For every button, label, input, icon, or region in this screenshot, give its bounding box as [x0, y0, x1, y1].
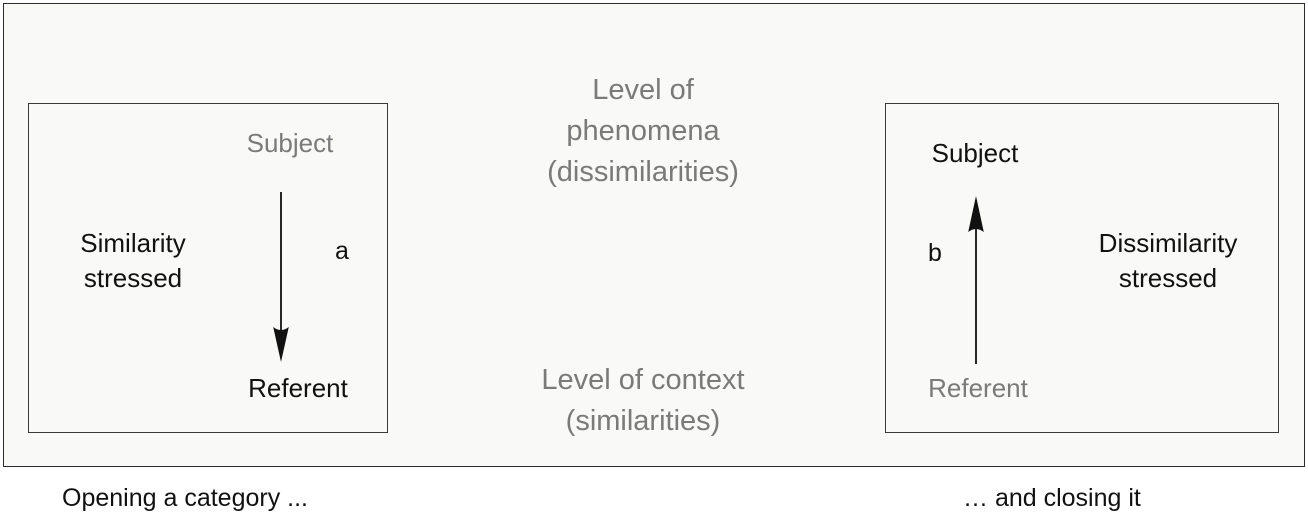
- left-panel-opening-category: [28, 103, 388, 433]
- caption-opening-a-category: Opening a category ...: [62, 484, 308, 512]
- right-panel-referent-label: Referent: [928, 373, 1028, 403]
- right-panel-arrow-label-b: b: [928, 239, 942, 267]
- right-panel-side-note: Dissimilarity stressed: [1098, 228, 1238, 294]
- left-panel-referent-label: Referent: [248, 373, 348, 403]
- center-level-of-context-label: Level of context (similarities): [541, 364, 745, 438]
- caption-and-closing-it: … and closing it: [963, 484, 1141, 512]
- left-panel-subject-label: Subject: [246, 128, 334, 158]
- right-panel-subject-label: Subject: [931, 138, 1019, 168]
- left-panel-side-note: Similarity stressed: [80, 228, 186, 294]
- right-panel-closing-category: [885, 103, 1279, 433]
- left-panel-arrow-label-a: a: [335, 237, 349, 265]
- center-level-of-phenomena-label: Level of phenomena (dissimilarities): [547, 74, 739, 189]
